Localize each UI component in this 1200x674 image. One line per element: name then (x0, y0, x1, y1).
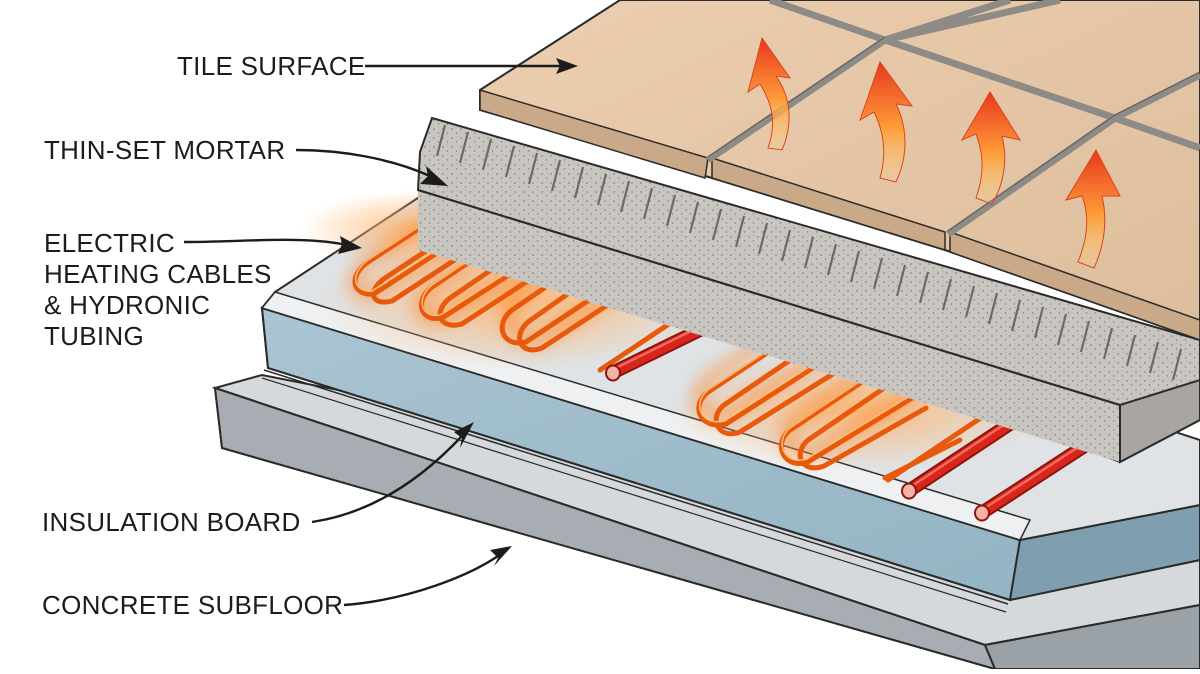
label-heating-line: HEATING CABLES (44, 259, 272, 289)
leader-heating (183, 236, 362, 254)
label-tile-surface: TILE SURFACE (177, 51, 366, 81)
label-heating-cables: ELECTRIC HEATING CABLES & HYDRONIC TUBIN… (44, 228, 272, 352)
leader-insulation-board (311, 422, 474, 524)
label-thinset-mortar: THIN-SET MORTAR (44, 135, 286, 165)
thinset-mortar-layer (416, 116, 1200, 464)
leader-thinset-mortar (295, 148, 448, 186)
heat-arrow (859, 60, 914, 183)
heat-arrow (747, 36, 792, 151)
label-heating-line: & HYDRONIC (44, 290, 211, 320)
leader-concrete-subfloor (343, 546, 512, 607)
label-heating-line: ELECTRIC (44, 228, 175, 258)
heat-arrow (960, 91, 1022, 205)
grout-lines (706, 0, 1200, 237)
label-concrete-subfloor: CONCRETE SUBFLOOR (42, 590, 344, 620)
tile-surface-layer (479, 0, 1200, 342)
leader-lines (183, 58, 578, 607)
label-insulation-board: INSULATION BOARD (42, 507, 301, 537)
leader-tile-surface (365, 58, 578, 74)
heat-arrows (747, 36, 1121, 269)
heat-arrow (1064, 148, 1121, 269)
label-heating-line: TUBING (44, 321, 145, 351)
